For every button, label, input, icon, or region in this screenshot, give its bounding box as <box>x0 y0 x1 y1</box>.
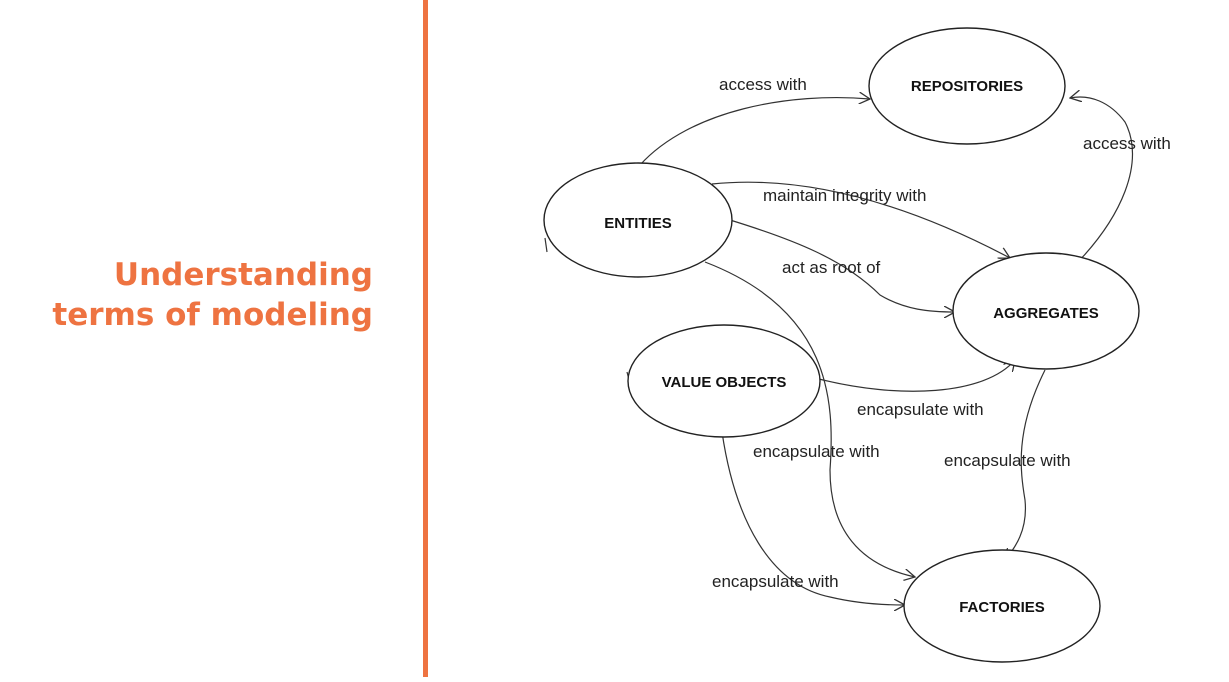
edge-aggregates-factories <box>1005 369 1046 560</box>
edge-label-entities-aggregates-root: act as root of <box>782 258 881 277</box>
node-repositories <box>868 27 1066 145</box>
edge-aggregates-repositories <box>1064 97 1133 276</box>
edge-label-valueobjects-factories: encapsulate with <box>712 572 839 591</box>
node-value-objects <box>627 324 821 438</box>
edge-label-valueobjects-aggregates: encapsulate with <box>857 400 984 419</box>
edge-entities-repositories <box>639 98 870 166</box>
slide-title-line-1: Understanding <box>113 257 373 293</box>
slide-title-line-2: terms of modeling <box>52 297 373 333</box>
node-aggregates <box>952 252 1140 370</box>
edge-valueobjects-factories <box>721 431 905 605</box>
stray-mark-entities <box>544 237 548 253</box>
node-repositories-label: REPOSITORIES <box>911 78 1023 95</box>
edge-entities-factories <box>704 261 915 577</box>
edge-entities-aggregates-root <box>729 219 955 312</box>
node-factories <box>903 549 1101 663</box>
node-entities <box>543 162 733 278</box>
node-value-objects-label: VALUE OBJECTS <box>662 374 787 391</box>
edge-label-entities-aggregates-integrity: maintain integrity with <box>763 186 926 205</box>
slide-title: Understanding terms of modeling <box>0 255 373 335</box>
node-entities-label: ENTITIES <box>604 215 672 232</box>
edge-valueobjects-aggregates <box>814 360 1015 392</box>
vertical-divider <box>423 0 428 677</box>
edge-label-entities-factories: encapsulate with <box>753 442 880 461</box>
node-factories-label: FACTORIES <box>959 599 1045 616</box>
edge-label-aggregates-repositories: access with <box>1083 134 1171 153</box>
node-aggregates-label: AGGREGATES <box>993 305 1099 322</box>
edge-entities-aggregates-integrity <box>711 181 1010 258</box>
edge-label-entities-repositories: access with <box>719 75 807 94</box>
edge-label-aggregates-factories: encapsulate with <box>944 451 1071 470</box>
